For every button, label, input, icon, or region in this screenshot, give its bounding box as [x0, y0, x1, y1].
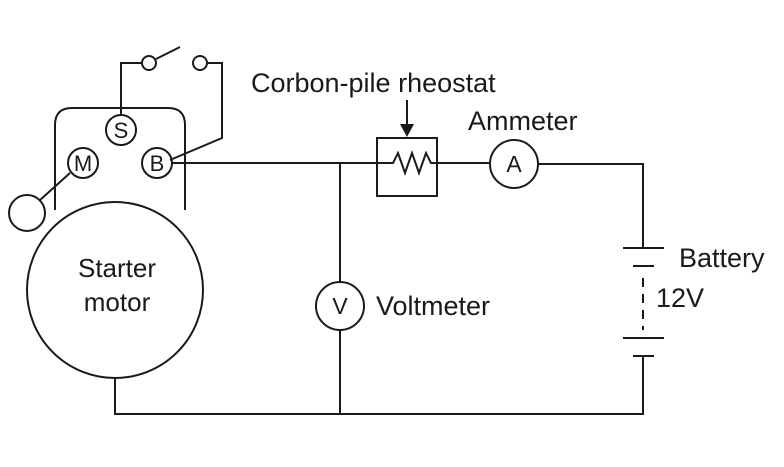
- rheostat-box: [376, 137, 438, 197]
- terminal-m: [67, 147, 99, 179]
- switch-contact-left: [141, 55, 157, 71]
- battery-voltage-label: 12V: [656, 283, 704, 313]
- motor-lead-wire: [39, 172, 71, 201]
- starter-motor-label-line2: motor: [84, 287, 151, 317]
- switch-contact-right: [192, 55, 208, 71]
- starter-motor-label-line1: Starter: [78, 253, 156, 283]
- terminal-b-label: B: [150, 151, 165, 176]
- ammeter-label: Ammeter: [468, 106, 578, 136]
- motor-lead-circle: [8, 194, 46, 232]
- voltmeter-label: Voltmeter: [376, 291, 490, 321]
- terminal-m-label: M: [74, 151, 92, 176]
- battery-label: Battery: [679, 243, 765, 273]
- voltmeter-symbol: V: [332, 293, 348, 319]
- switch-wire-left: [120, 62, 142, 115]
- rheostat-arrow-head: [400, 124, 414, 137]
- rheostat-label: Corbon-pile rheostat: [251, 68, 496, 98]
- ground-return-wire: [114, 356, 644, 415]
- terminal-s-label: S: [114, 118, 129, 143]
- ammeter-symbol: A: [506, 151, 522, 177]
- switch-blade: [155, 46, 181, 60]
- switch-wire-right: [169, 62, 223, 161]
- rheostat-resistor-zigzag: [377, 149, 437, 177]
- wire-ammeter-to-battery: [538, 163, 644, 248]
